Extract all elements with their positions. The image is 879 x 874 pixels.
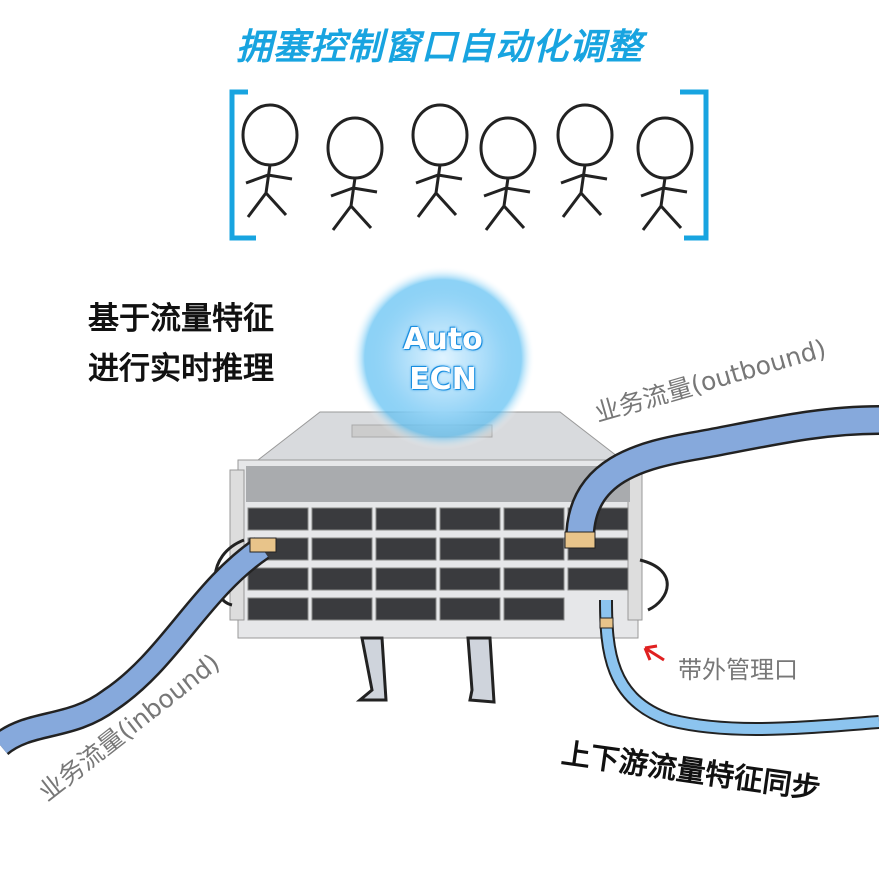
stick-figure-icon [326, 116, 384, 231]
port-block [503, 597, 565, 621]
inbound-cable [0, 537, 277, 756]
outbound-cable [564, 405, 879, 549]
auto-ecn-line1: Auto [403, 322, 483, 357]
port-block [503, 567, 565, 591]
arrow-icon [643, 644, 665, 662]
port-block [247, 597, 309, 621]
port-block [503, 507, 565, 531]
auto-ecn-line2: ECN [409, 362, 477, 397]
port-block [503, 537, 565, 561]
port-block [439, 567, 501, 591]
inference-text-line1: 基于流量特征 [88, 301, 274, 337]
stick-figure-icon [241, 103, 299, 218]
port-block [311, 567, 373, 591]
port-block [375, 567, 437, 591]
inference-text-line2: 进行实时推理 [88, 351, 274, 387]
port-block [375, 507, 437, 531]
port-block [311, 537, 373, 561]
mgmt-port-label: 带外管理口 [678, 656, 798, 684]
stick-figure-icon [556, 103, 614, 218]
window-bracket [229, 89, 709, 241]
port-block [247, 567, 309, 591]
mgmt-cable [599, 599, 879, 736]
legs [213, 538, 669, 704]
stick-figures [241, 103, 694, 231]
port-block [247, 507, 309, 531]
port-block [311, 507, 373, 531]
stick-figure-icon [479, 116, 537, 231]
port-block [375, 537, 437, 561]
port-block [439, 507, 501, 531]
auto-ecn-glow [351, 266, 535, 450]
port-block [439, 597, 501, 621]
port-block [439, 537, 501, 561]
port-block [375, 597, 437, 621]
port-block [567, 567, 629, 591]
page-title: 拥塞控制窗口自动化调整 [235, 27, 643, 68]
stick-figure-icon [636, 116, 694, 231]
network-switch [229, 411, 643, 639]
stick-figure-icon [411, 103, 469, 218]
port-block [311, 597, 373, 621]
